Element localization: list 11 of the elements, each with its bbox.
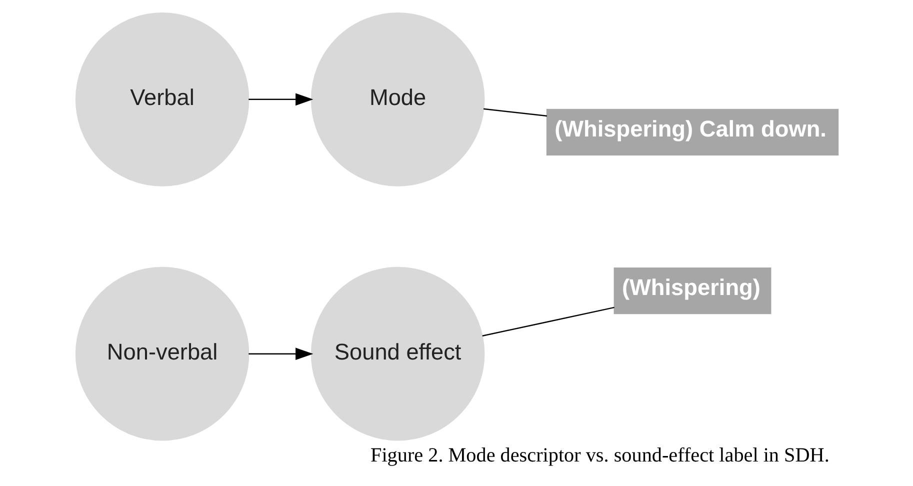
node-circle: Verbal	[74, 12, 249, 186]
connector	[483, 108, 546, 117]
node-box: (Whispering) Calm down.	[546, 108, 838, 156]
node-circle: Mode	[310, 12, 484, 186]
arrow	[248, 93, 313, 106]
arrow	[248, 348, 313, 360]
node-circle: Sound effect	[310, 266, 484, 441]
connector	[482, 306, 614, 336]
node-circle: Non-verbal	[74, 266, 249, 441]
caption: Figure 2. Mode descriptor vs. sound-effect label in SDH.	[370, 444, 829, 466]
node-box: (Whispering)	[613, 268, 771, 314]
